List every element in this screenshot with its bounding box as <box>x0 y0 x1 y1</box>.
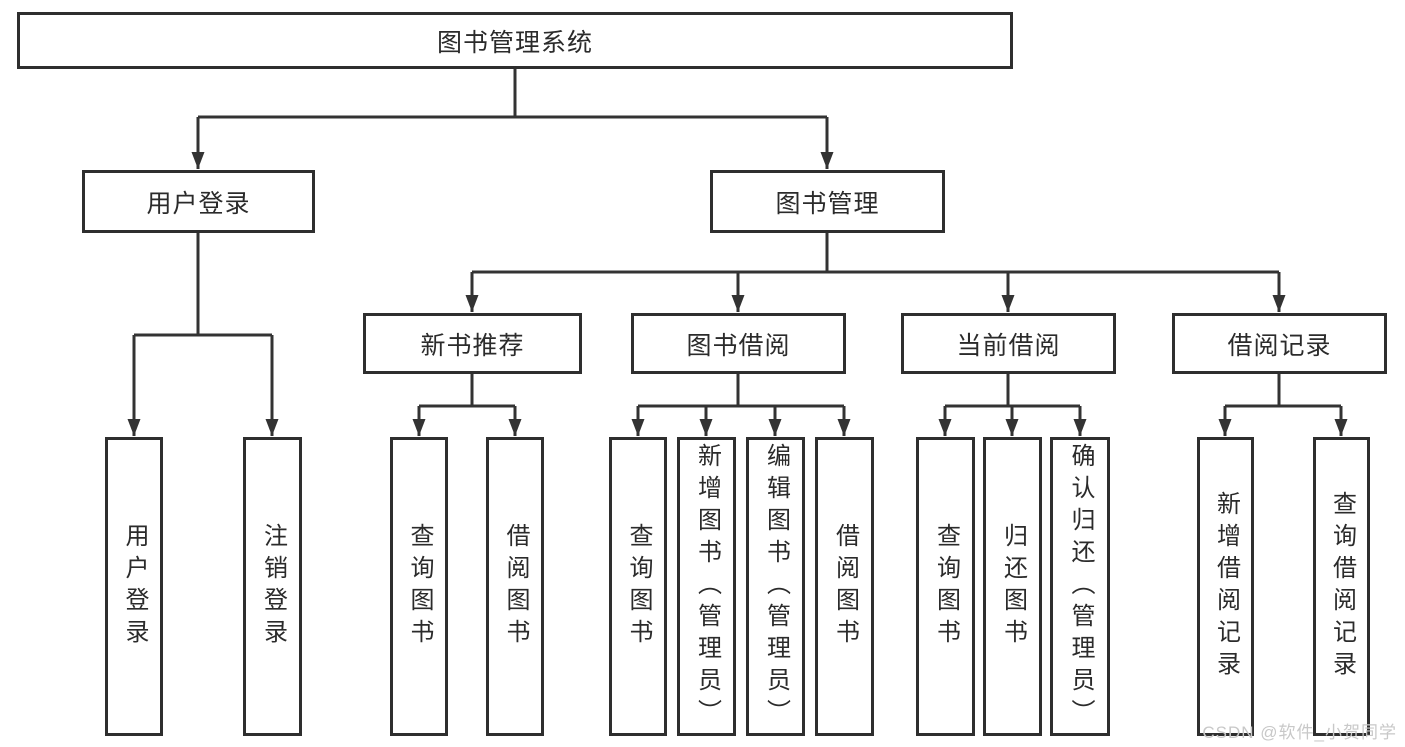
leaf-query-borrow-record: 查询借阅记录 <box>1313 437 1370 736</box>
csdn-watermark: CSDN @软件_小贺同学 <box>1202 723 1397 742</box>
leaf-borrow-books-recommend-label: 借阅图书 <box>502 522 529 651</box>
leaf-query-borrow-record-label: 查询借阅记录 <box>1328 490 1356 683</box>
leaf-logout-login-label: 注销登录 <box>259 522 287 651</box>
connector-borrow-records-trunk <box>1225 374 1341 408</box>
leaf-borrow-books-borrow: 借阅图书 <box>815 437 874 736</box>
leaf-logout-login: 注销登录 <box>243 437 302 736</box>
leaf-query-books-recommend: 查询图书 <box>390 437 448 736</box>
connector-root-trunk <box>198 69 827 119</box>
connector-new-book-trunk <box>419 374 515 408</box>
leaf-query-books-current-label: 查询图书 <box>932 522 960 651</box>
leaf-add-borrow-record: 新增借阅记录 <box>1197 437 1254 736</box>
node-new-book-recommend: 新书推荐 <box>363 313 582 374</box>
node-current-borrow: 当前借阅 <box>901 313 1116 374</box>
connector-current-borrow-trunk <box>945 374 1080 408</box>
leaf-edit-books-admin: 编辑图书（管理员） <box>746 437 805 736</box>
leaf-borrow-books-borrow-label: 借阅图书 <box>831 522 859 651</box>
node-borrow-records: 借阅记录 <box>1172 313 1387 374</box>
leaf-confirm-return-admin-label: 确认归还（管理员） <box>1067 442 1094 731</box>
leaf-user-login: 用户登录 <box>105 437 163 736</box>
node-book-borrow: 图书借阅 <box>631 313 846 374</box>
connector-user-login-trunk <box>134 233 272 337</box>
leaf-confirm-return-admin: 确认归还（管理员） <box>1050 437 1110 736</box>
node-book-management: 图书管理 <box>710 170 945 233</box>
connector-book-management-trunk <box>472 233 1279 274</box>
leaf-query-books-borrow-label: 查询图书 <box>625 522 652 651</box>
node-library-system: 图书管理系统 <box>17 12 1013 69</box>
leaf-edit-books-admin-label: 编辑图书（管理员） <box>762 442 790 731</box>
leaf-query-books-borrow: 查询图书 <box>609 437 667 736</box>
leaf-query-books-current: 查询图书 <box>916 437 975 736</box>
leaf-add-books-admin-label: 新增图书（管理员） <box>693 442 721 731</box>
leaf-query-books-recommend-label: 查询图书 <box>406 522 433 651</box>
leaf-add-books-admin: 新增图书（管理员） <box>677 437 736 736</box>
leaf-user-login-label: 用户登录 <box>121 522 148 651</box>
leaf-borrow-books-recommend: 借阅图书 <box>486 437 544 736</box>
leaf-return-books-label: 归还图书 <box>999 522 1027 651</box>
leaf-add-borrow-record-label: 新增借阅记录 <box>1212 490 1240 683</box>
leaf-return-books: 归还图书 <box>983 437 1042 736</box>
node-user-login: 用户登录 <box>82 170 315 233</box>
connector-book-borrow-trunk <box>638 374 844 408</box>
